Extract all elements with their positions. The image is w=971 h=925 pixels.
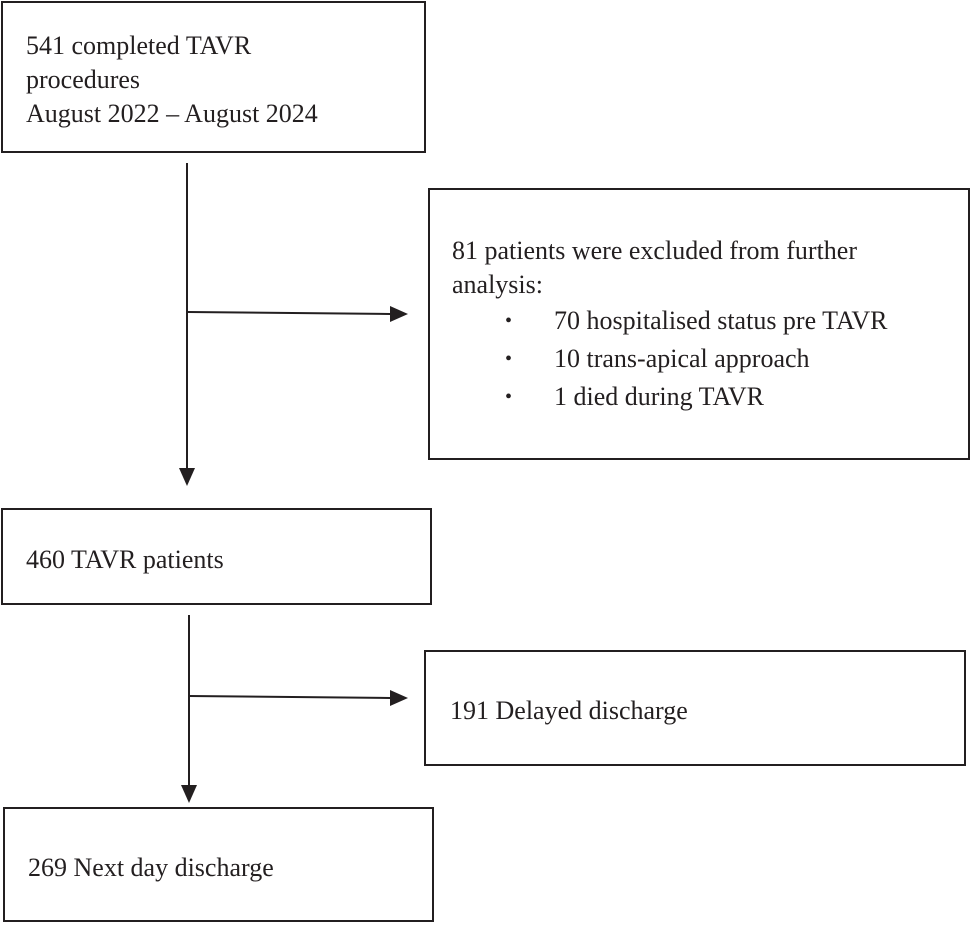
bullet-icon: • [505,386,513,408]
total-line-2: procedures [26,65,141,94]
exclusion-reason-item: • 1 died during TAVR [452,378,968,416]
arrowhead-to-included [179,468,195,486]
delayed-discharge-text: 191 Delayed discharge [450,696,688,725]
exclusion-reason-item: • 70 hospitalised status pre TAVR [452,302,968,340]
total-line-1: 541 completed TAVR [26,31,252,60]
total-line-3: August 2022 – August 2024 [26,99,318,128]
arrowhead-to-delayed [390,690,408,706]
next-day-discharge-box: 269 Next day discharge [3,807,434,922]
exclusion-reasons-list: • 70 hospitalised status pre TAVR • 10 t… [452,302,968,416]
excluded-intro-line-1: 81 patients were excluded from further [452,236,858,265]
connector-to-excluded [187,311,391,315]
excluded-intro-line-2: analysis: [452,270,543,299]
total-procedures-box: 541 completed TAVR procedures August 202… [1,1,426,153]
exclusion-reason-text: 70 hospitalised status pre TAVR [554,306,888,335]
included-patients-box: 460 TAVR patients [1,508,432,605]
exclusion-reason-text: 10 trans-apical approach [554,344,810,373]
bullet-icon: • [505,310,513,332]
arrowhead-to-excluded [390,306,408,322]
arrowhead-to-nextday [181,785,197,803]
next-day-discharge-text: 269 Next day discharge [28,853,274,882]
bullet-icon: • [505,348,513,370]
exclusion-reason-text: 1 died during TAVR [554,382,765,411]
included-patients-text: 460 TAVR patients [26,545,224,574]
connector-to-delayed [188,695,391,699]
excluded-patients-box: 81 patients were excluded from further a… [428,188,970,460]
exclusion-reason-item: • 10 trans-apical approach [452,340,968,378]
delayed-discharge-box: 191 Delayed discharge [424,650,966,766]
